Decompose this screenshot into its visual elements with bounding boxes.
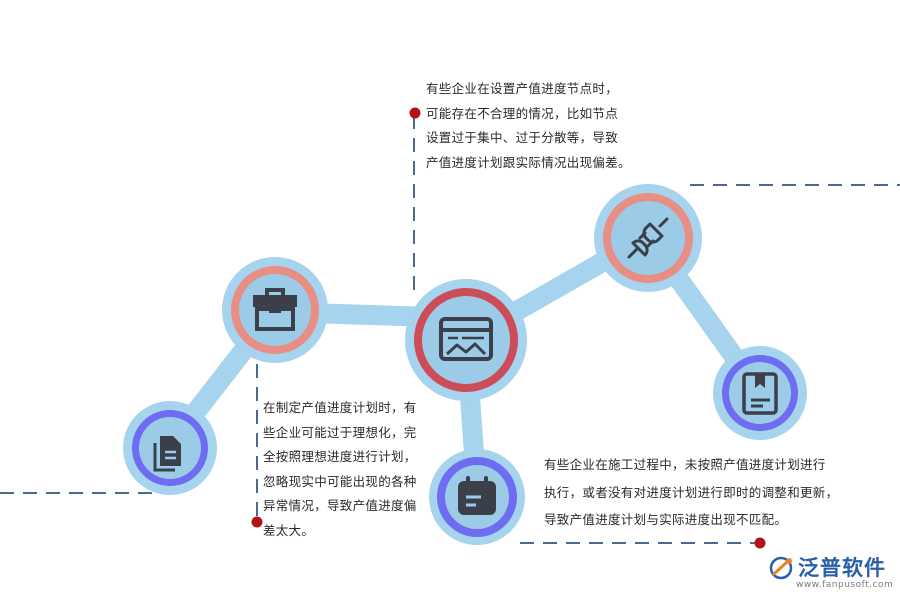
node-plug: [594, 184, 702, 292]
text-line: 在制定产值进度计划时，有: [263, 400, 417, 415]
dot-bottom-right: [754, 537, 766, 549]
logo-mark-icon: [769, 556, 793, 580]
text-line: 差太大。: [263, 522, 315, 538]
node-book: [713, 346, 807, 440]
text-line: 可能存在不合理的情况，比如节点: [426, 105, 619, 121]
text-line: 异常情况，导致产值进度偏: [263, 498, 417, 513]
text-line: 忽略现实中可能出现的各种: [263, 473, 417, 489]
node-documents: [123, 401, 217, 495]
plug-icon: [627, 217, 669, 259]
node-toolbox: [222, 257, 328, 363]
annotation-left: 在制定产值进度计划时，有 些企业可能过于理想化，完 全按照理想进度进行计划， 忽…: [263, 396, 417, 543]
logo-url: www.fanpusoft.com: [796, 580, 894, 590]
annotation-right: 有些企业在施工过程中，未按照产值进度计划进行 执行，或者没有对进度计划进行即时的…: [544, 451, 838, 534]
text-line: 些企业可能过于理想化，完: [263, 424, 417, 440]
text-line: 设置过于集中、过于分散等，导致: [426, 130, 619, 145]
dot-top: [409, 107, 421, 119]
brand-logo: 泛普软件 www.fanpusoft.com: [768, 552, 896, 596]
annotation-top: 有些企业在设置产值进度节点时， 可能存在不合理的情况，比如节点 设置过于集中、过…: [426, 77, 631, 175]
logo-name: 泛普软件: [798, 556, 886, 580]
text-line: 全按照理想进度进行计划，: [263, 449, 417, 464]
text-line: 产值进度计划跟实际情况出现偏差。: [426, 154, 631, 170]
toolbox-icon: [253, 288, 297, 331]
text-line: 导致产值进度计划与实际进度出现不匹配。: [544, 512, 788, 527]
node-calendar: [429, 449, 525, 545]
endpoint-dots: [251, 107, 766, 549]
documents-icon: [153, 436, 181, 472]
text-line: 有些企业在设置产值进度节点时，: [426, 81, 619, 96]
text-line: 执行，或者没有对进度计划进行即时的调整和更新，: [544, 484, 839, 500]
calendar-icon: [458, 476, 496, 515]
node-image-board: [405, 279, 527, 401]
dot-left: [251, 516, 263, 528]
book-icon: [742, 372, 778, 415]
text-line: 有些企业在施工过程中，未按照产值进度计划进行: [544, 457, 826, 472]
image-board-icon: [439, 317, 493, 361]
leader-lines: [0, 115, 900, 544]
